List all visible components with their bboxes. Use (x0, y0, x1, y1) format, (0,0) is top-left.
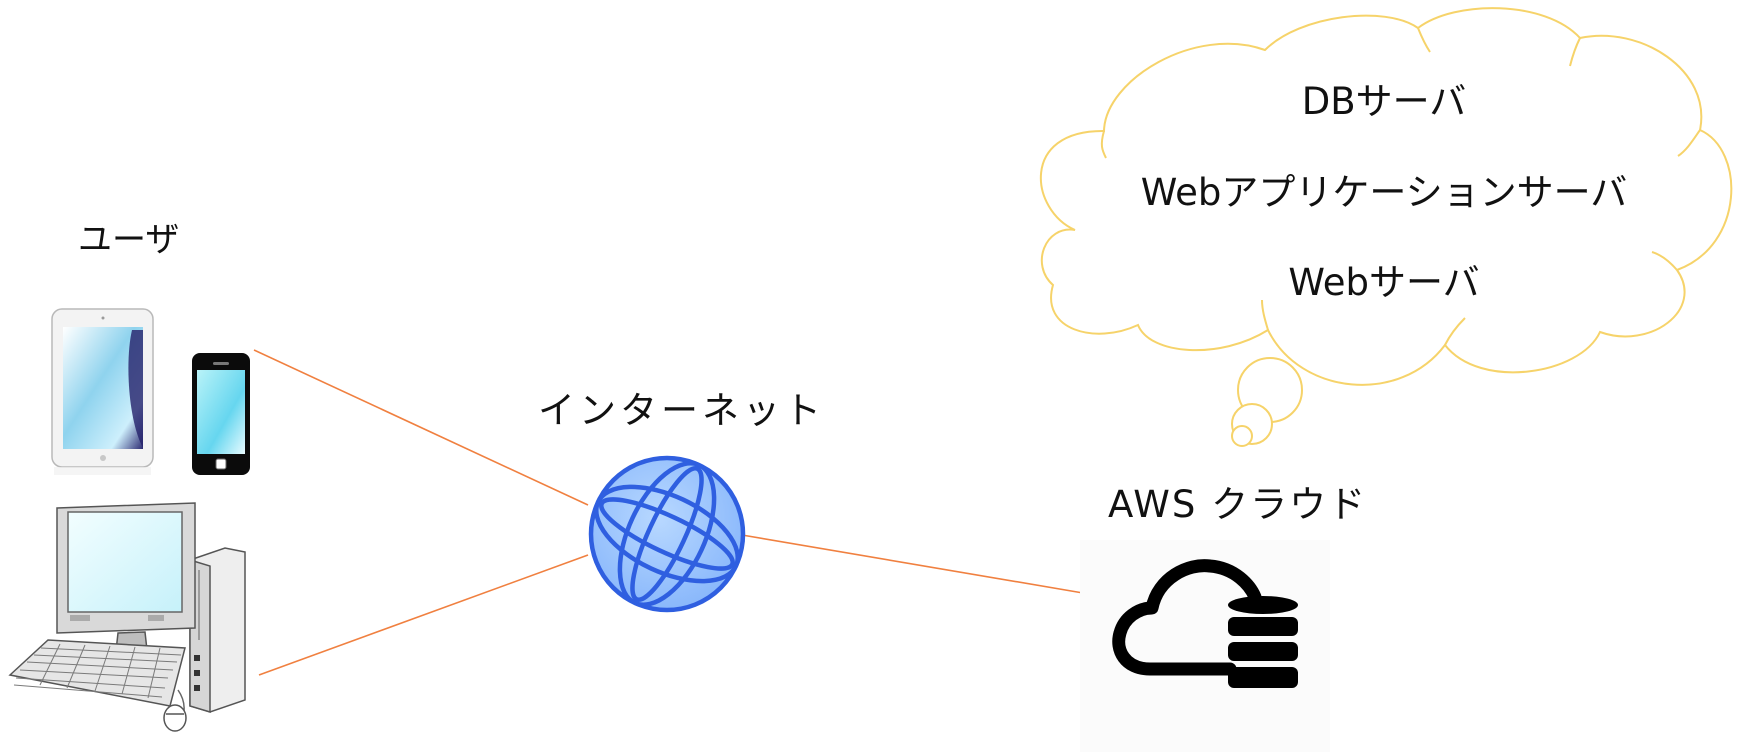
thought-cloud (1039, 7, 1733, 447)
connector-mobile-to-internet (253, 349, 589, 506)
aws-cloud-label: AWS クラウド (1108, 483, 1368, 526)
connector-desktop-to-internet (258, 554, 589, 676)
db-server-label: DBサーバ (1301, 80, 1467, 123)
tablet-icon (51, 308, 154, 475)
web-server-label: Webサーバ (1288, 261, 1480, 304)
thought-bubble-small (1231, 425, 1253, 447)
smartphone-icon (192, 353, 250, 475)
internet-label: インターネット (538, 389, 825, 432)
desktop-pc-icon (8, 502, 246, 732)
globe-icon (588, 455, 746, 613)
cloud-database-icon (1080, 540, 1330, 752)
connector-internet-to-aws (741, 534, 1084, 594)
web-application-server-label: Webアプリケーションサーバ (1140, 171, 1628, 214)
connectors (253, 349, 1084, 676)
user-label: ユーザ (78, 220, 180, 260)
